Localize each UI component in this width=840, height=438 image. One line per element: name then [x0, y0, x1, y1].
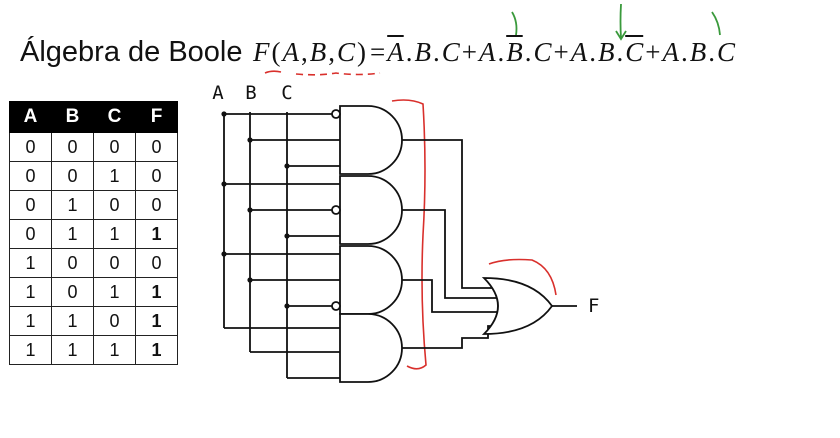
formula-paren: ) — [356, 37, 366, 67]
truth-table-header-a: A — [9, 101, 52, 133]
and-gate-4 — [339, 313, 403, 383]
table-cell: 0 — [135, 190, 178, 220]
not-bubble-b — [331, 205, 341, 215]
table-cell: 1 — [51, 219, 94, 249]
formula-plus: + — [553, 37, 569, 67]
boolean-formula: F(A,B,C)=A.B.C+A.B.C+A.B.C+A.B.C — [253, 37, 735, 67]
truth-table-header-b: B — [51, 101, 94, 133]
formula-literal: A — [570, 37, 588, 67]
page-title: Álgebra de Boole — [20, 36, 243, 68]
or-gate — [481, 277, 554, 335]
formula-literal: A — [662, 37, 679, 67]
table-cell: 0 — [9, 161, 52, 191]
not-bubble-a — [331, 109, 341, 119]
table-cell: 1 — [51, 190, 94, 220]
formula-plus: + — [461, 37, 477, 67]
table-cell: 0 — [51, 277, 94, 307]
formula-literal: C — [716, 37, 735, 67]
formula-literal: A — [387, 37, 404, 67]
table-cell: 1 — [135, 335, 178, 365]
table-cell: 1 — [93, 277, 136, 307]
and-gate-1 — [339, 105, 403, 175]
input-label-b: B — [245, 82, 256, 104]
formula-literal: C — [625, 37, 644, 67]
and-gate-2 — [339, 175, 403, 245]
input-label-a: A — [212, 82, 224, 104]
formula-comma: , — [300, 37, 308, 67]
input-label-c: C — [281, 82, 292, 104]
table-cell: 1 — [51, 335, 94, 365]
output-label-f: F — [588, 295, 599, 317]
red-underline-args — [295, 72, 381, 76]
formula-dot: . — [432, 37, 440, 67]
formula-dot: . — [497, 37, 505, 67]
truth-table-header-c: C — [93, 101, 136, 133]
title-line: Álgebra de Boole F(A,B,C)=A.B.C+A.B.C+A.… — [20, 36, 735, 76]
red-arc-or-gate — [488, 258, 557, 296]
formula-func: F — [252, 37, 270, 67]
formula-arg: A — [282, 37, 299, 67]
green-check-mark-3 — [711, 11, 721, 36]
formula-paren: ( — [271, 37, 281, 67]
formula-dot: . — [680, 37, 688, 67]
formula-dot: . — [708, 37, 715, 67]
table-cell: 0 — [9, 132, 52, 162]
formula-dot: . — [589, 37, 596, 67]
formula-arg: B — [309, 37, 327, 67]
table-cell: 0 — [9, 190, 52, 220]
formula-comma: , — [328, 37, 335, 67]
table-cell: 1 — [93, 161, 136, 191]
formula-literal: A — [478, 37, 496, 67]
table-cell: 0 — [51, 248, 94, 278]
table-cell: 1 — [9, 248, 52, 278]
formula-literal: C — [441, 37, 460, 67]
table-cell: 0 — [93, 132, 136, 162]
and-gate-3 — [339, 245, 403, 315]
red-underline-f — [264, 70, 282, 74]
truth-table-header-f: F — [135, 101, 178, 133]
formula-literal: B — [414, 37, 431, 67]
green-arrow-mark-2 — [615, 3, 627, 41]
table-cell: 1 — [135, 306, 178, 336]
table-cell: 1 — [9, 335, 52, 365]
formula-dot: . — [405, 37, 413, 67]
formula-literal: B — [689, 37, 707, 67]
red-bracket-and-gates — [391, 99, 427, 370]
formula-literal: B — [597, 37, 615, 67]
formula-dot: . — [524, 37, 532, 67]
formula-dot: . — [616, 37, 624, 67]
formula-equals: = — [369, 37, 386, 67]
formula-arg: C — [336, 37, 355, 67]
table-cell: 0 — [51, 132, 94, 162]
formula-literal: B — [506, 37, 523, 67]
not-bubble-c — [331, 301, 341, 311]
formula-plus: + — [645, 37, 661, 67]
formula-literal: C — [533, 37, 552, 67]
green-check-mark-1 — [511, 11, 518, 36]
